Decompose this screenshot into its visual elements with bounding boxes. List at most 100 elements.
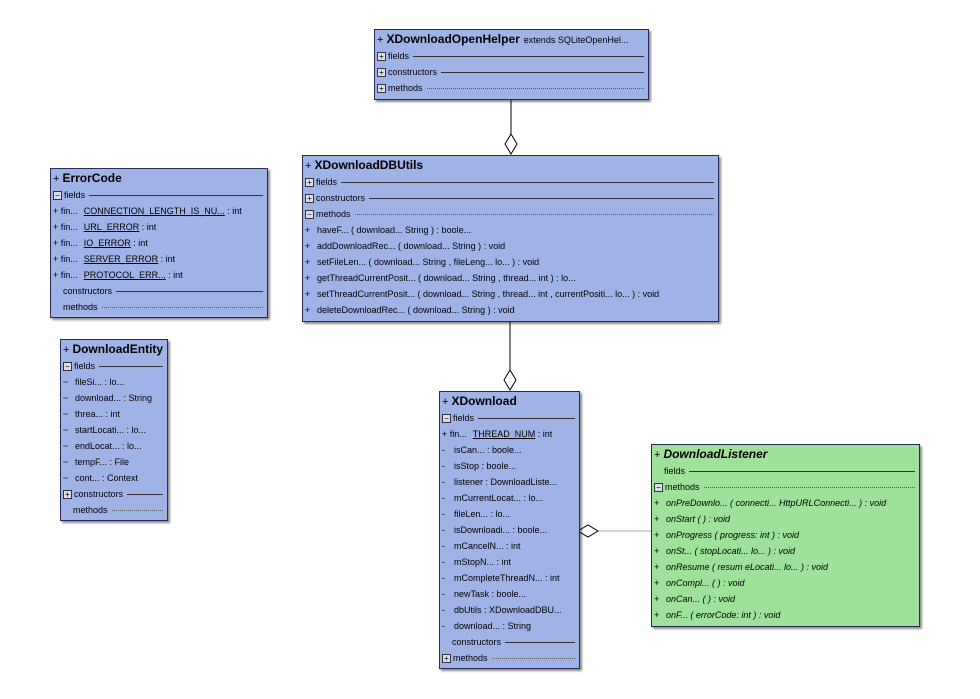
field-row[interactable]: -mStopN... : int	[440, 554, 579, 570]
method-row[interactable]: +getThreadCurrentPosit... ( download... …	[303, 270, 718, 286]
class-xdownloaddbutils[interactable]: +XDownloadDBUtils + fields + constructor…	[302, 155, 719, 322]
method-row[interactable]: +onProgress ( progress: int ) : void	[652, 527, 919, 543]
method-row[interactable]: +setFileLen... ( download... String , fi…	[303, 254, 718, 270]
expand-icon[interactable]: +	[305, 177, 314, 187]
field-row[interactable]: -isDownloadi... : boole...	[440, 522, 579, 538]
fields-section[interactable]: − fields	[51, 187, 267, 203]
method-row[interactable]: +onCan... ( ) : void	[652, 591, 919, 607]
method-row[interactable]: +onStart ( ) : void	[652, 511, 919, 527]
method-row[interactable]: +onResume ( resum eLocati... lo... ) : v…	[652, 559, 919, 575]
visibility-package: ~	[63, 473, 69, 483]
section-divider	[341, 181, 714, 183]
method-row[interactable]: +addDownloadRec... ( download... String …	[303, 238, 718, 254]
field-row[interactable]: ~startLocati... : lo...	[61, 422, 167, 438]
field-row[interactable]: ~cont... : Context	[61, 470, 167, 486]
fields-section[interactable]: − fields	[61, 358, 167, 374]
section-label: fields	[388, 51, 410, 61]
expand-icon[interactable]: +	[377, 83, 386, 93]
method-signature: onResume ( resum eLocati... lo... ) : vo…	[666, 562, 829, 572]
field-row[interactable]: -mCompleteThreadN... : int	[440, 570, 579, 586]
constructors-section[interactable]: + constructors	[303, 190, 718, 206]
collapse-icon[interactable]: −	[63, 361, 72, 371]
field-type: : int	[139, 222, 157, 232]
class-downloadentity[interactable]: +DownloadEntity − fields ~fileSi... : lo…	[60, 339, 168, 521]
extends-label: extends SQLiteOpenHel...	[523, 35, 629, 45]
fields-section[interactable]: + fields	[303, 174, 718, 190]
field-row[interactable]: ~download... : String	[61, 390, 167, 406]
field-row[interactable]: + fin...IO_ERROR : int	[51, 235, 267, 251]
class-downloadlistener[interactable]: + DownloadListener fields − methods +onPr…	[651, 444, 920, 627]
field-row[interactable]: -isStop : boole...	[440, 458, 579, 474]
field-row[interactable]: + fin...SERVER_ERROR : int	[51, 251, 267, 267]
field-row[interactable]: -fileLen... : lo...	[440, 506, 579, 522]
collapse-icon[interactable]: −	[53, 190, 62, 200]
field-row[interactable]: -isCan... : boole...	[440, 442, 579, 458]
field-row[interactable]: -mCurrentLocat... : lo...	[440, 490, 579, 506]
section-divider	[413, 55, 644, 57]
constructors-section[interactable]: + constructors	[61, 486, 167, 502]
visibility-public: +	[305, 289, 311, 299]
method-signature: onSt... ( stopLocati... lo... ) : void	[666, 546, 796, 556]
fields-section[interactable]: + fields	[375, 48, 648, 64]
field-row[interactable]: ~threa... : int	[61, 406, 167, 422]
method-row[interactable]: +haveF... ( download... String ) : boole…	[303, 222, 718, 238]
expand-icon[interactable]: +	[442, 653, 451, 663]
field-row[interactable]: ~endLocat... : lo...	[61, 438, 167, 454]
fields-section[interactable]: − fields	[440, 410, 579, 426]
method-row[interactable]: +onSt... ( stopLocati... lo... ) : void	[652, 543, 919, 559]
field-name: THREAD_NUM	[472, 429, 536, 439]
method-row[interactable]: +onPreDownlo... ( connecti... HttpURLCon…	[652, 495, 919, 511]
method-row[interactable]: +onF... ( errorCode: int ) : void	[652, 607, 919, 623]
collapse-icon[interactable]: −	[442, 413, 451, 423]
expand-icon[interactable]: +	[63, 489, 72, 499]
methods-section[interactable]: methods	[51, 299, 267, 315]
field-row[interactable]: -newTask : boole...	[440, 586, 579, 602]
field-row[interactable]: -download... : String	[440, 618, 579, 634]
constructors-section[interactable]: constructors	[440, 634, 579, 650]
field-row[interactable]: -mCancelN... : int	[440, 538, 579, 554]
field-row[interactable]: ~tempF... : File	[61, 454, 167, 470]
expand-icon[interactable]: +	[377, 67, 386, 77]
field-row[interactable]: + fin...CONNECTION_LENGTH_IS_NU... : int	[51, 203, 267, 219]
methods-section[interactable]: methods	[61, 502, 167, 518]
expand-icon[interactable]: +	[305, 193, 314, 203]
interface-name: DownloadListener	[663, 447, 768, 461]
field-name: IO_ERROR	[83, 238, 131, 248]
section-divider	[127, 493, 163, 495]
collapse-icon[interactable]: −	[654, 482, 663, 492]
constructors-section[interactable]: constructors	[51, 283, 267, 299]
methods-section[interactable]: + methods	[440, 650, 579, 666]
visibility-public: +	[654, 594, 660, 604]
constructors-section[interactable]: + constructors	[375, 64, 648, 80]
expand-icon[interactable]: +	[377, 51, 386, 61]
field-row[interactable]: -dbUtils : XDownloadDBU...	[440, 602, 579, 618]
methods-section[interactable]: − methods	[303, 206, 718, 222]
field-row[interactable]: + fin...THREAD_NUM : int	[440, 426, 579, 442]
section-label: methods	[73, 505, 108, 515]
methods-section[interactable]: − methods	[652, 479, 919, 495]
fields-section[interactable]: fields	[652, 463, 919, 479]
field-row[interactable]: -listener : DownloadListe...	[440, 474, 579, 490]
section-divider	[89, 194, 263, 196]
section-label: constructors	[452, 637, 502, 647]
field-row[interactable]: + fin...URL_ERROR : int	[51, 219, 267, 235]
method-signature: onCompl... ( ) : void	[666, 578, 745, 588]
method-row[interactable]: +setThreadCurrentPosit... ( download... …	[303, 286, 718, 302]
class-xdownload[interactable]: +XDownload − fields + fin...THREAD_NUM :…	[439, 391, 580, 669]
visibility-private: -	[442, 493, 445, 503]
section-divider	[111, 509, 163, 511]
section-label: constructors	[63, 286, 113, 296]
method-signature: onPreDownlo... ( connecti... HttpURLConn…	[666, 498, 887, 508]
methods-section[interactable]: + methods	[375, 80, 648, 96]
collapse-icon[interactable]: −	[305, 209, 314, 219]
field-modifier: + fin...	[53, 222, 78, 232]
class-errorcode[interactable]: +ErrorCode − fields + fin...CONNECTION_L…	[50, 168, 268, 318]
section-divider	[703, 486, 915, 488]
visibility-public: +	[377, 34, 384, 46]
field-row[interactable]: + fin...PROTOCOL_ERR... : int	[51, 267, 267, 283]
field-row[interactable]: ~fileSi... : lo...	[61, 374, 167, 390]
visibility-package: ~	[63, 425, 69, 435]
method-row[interactable]: +onCompl... ( ) : void	[652, 575, 919, 591]
method-row[interactable]: +deleteDownloadRec... ( download... Stri…	[303, 302, 718, 318]
